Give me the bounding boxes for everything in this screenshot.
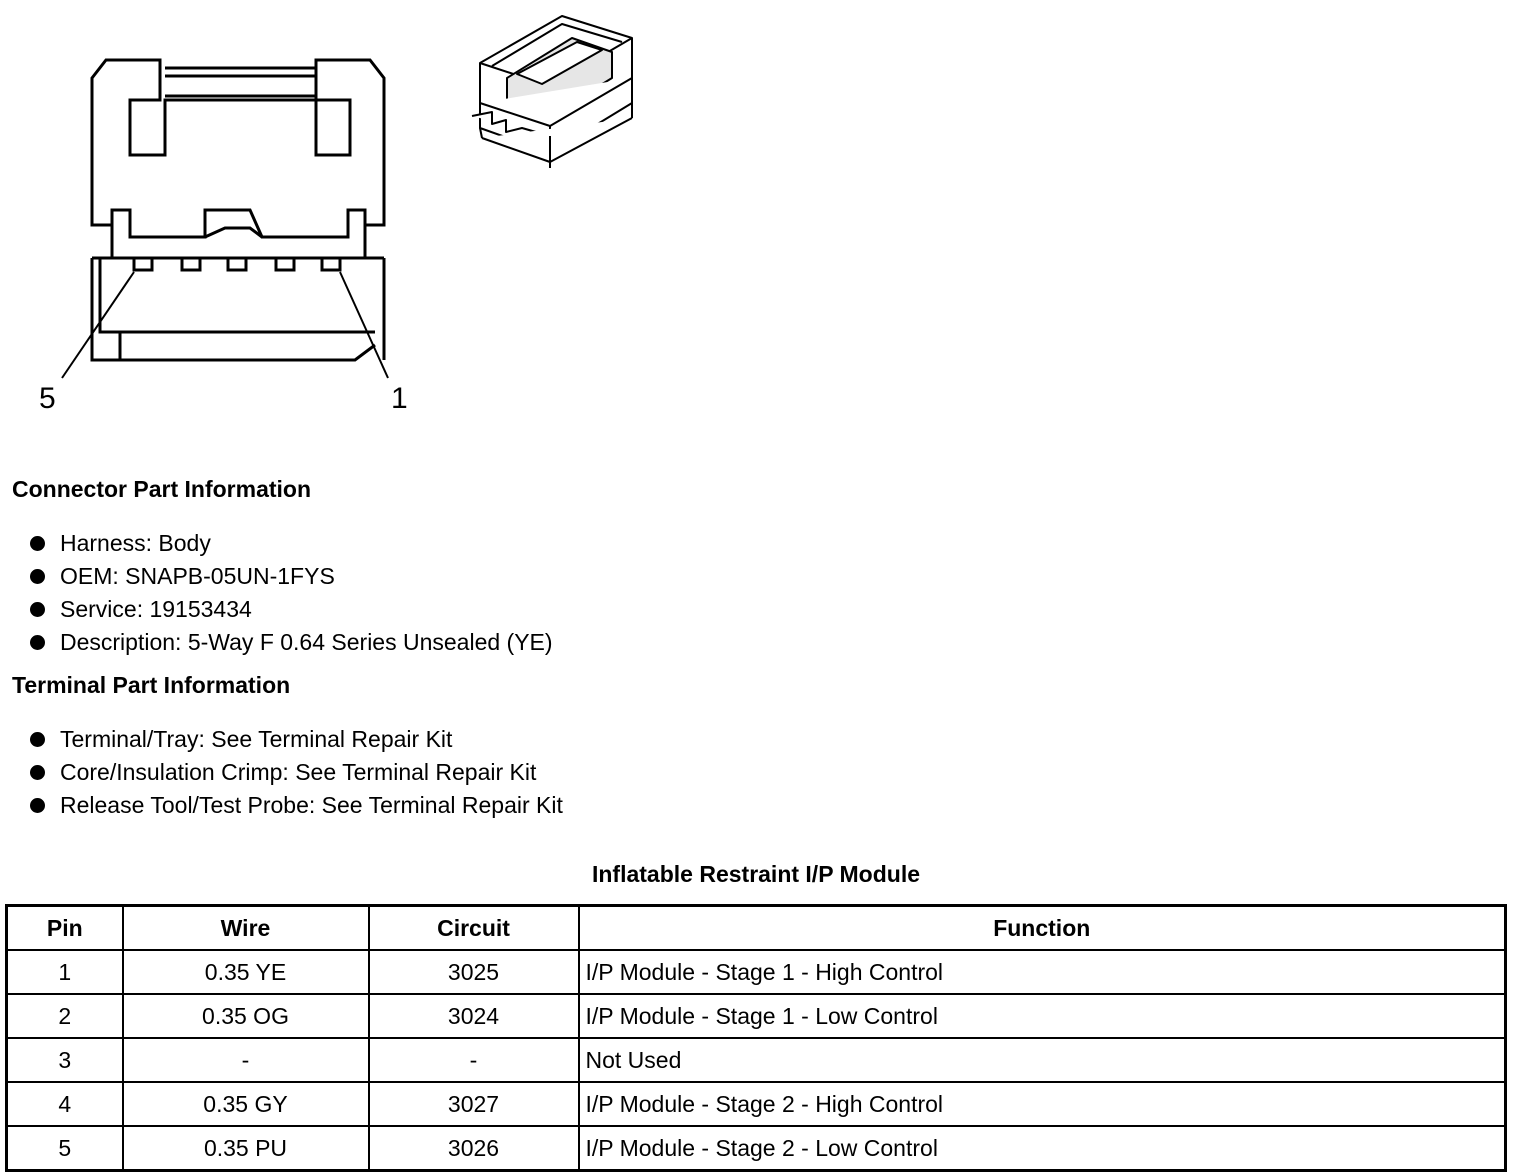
cell-function: I/P Module - Stage 2 - Low Control [577,1125,1507,1172]
table-row: 5 0.35 PU 3026 I/P Module - Stage 2 - Lo… [5,1125,1507,1172]
cell-circuit: 3026 [367,1125,580,1172]
cell-circuit: 3024 [367,993,580,1039]
pinout-table: Pin Wire Circuit Function 1 0.35 YE 3025… [5,904,1507,1172]
cell-function: I/P Module - Stage 2 - High Control [577,1081,1507,1127]
list-item: Harness: Body [10,527,553,560]
connector-isometric-illustration [471,15,633,168]
cell-wire: 0.35 OG [121,993,370,1039]
cell-pin: 1 [5,949,124,995]
bullet-icon [30,602,45,617]
column-header-wire: Wire [121,904,370,951]
connector-info-list: Harness: Body OEM: SNAPB-05UN-1FYS Servi… [10,527,553,659]
terminal-info-heading: Terminal Part Information [12,672,291,698]
cell-pin: 3 [5,1037,124,1083]
cell-circuit: - [367,1037,580,1083]
table-row: 3 - - Not Used [5,1037,1507,1083]
cell-function: Not Used [577,1037,1507,1083]
list-item: Terminal/Tray: See Terminal Repair Kit [10,723,563,756]
bullet-icon [30,765,45,780]
bullet-icon [30,635,45,650]
column-header-pin: Pin [5,904,124,951]
cell-wire: 0.35 YE [121,949,370,995]
cell-wire: - [121,1037,370,1083]
terminal-info-list: Terminal/Tray: See Terminal Repair Kit C… [10,723,563,822]
list-item: Core/Insulation Crimp: See Terminal Repa… [10,756,563,789]
cell-function: I/P Module - Stage 1 - Low Control [577,993,1507,1039]
pin-1-label: 1 [391,382,408,415]
bullet-icon [30,569,45,584]
bullet-icon [30,732,45,747]
connector-info-heading: Connector Part Information [12,476,312,502]
pin-5-label: 5 [39,382,56,415]
cell-pin: 5 [5,1125,124,1172]
table-row: 1 0.35 YE 3025 I/P Module - Stage 1 - Hi… [5,949,1507,995]
list-item: Description: 5-Way F 0.64 Series Unseale… [10,626,553,659]
cell-circuit: 3025 [367,949,580,995]
bullet-icon [30,536,45,551]
cell-pin: 2 [5,993,124,1039]
table-row: 2 0.35 OG 3024 I/P Module - Stage 1 - Lo… [5,993,1507,1039]
table-header-row: Pin Wire Circuit Function [5,904,1507,951]
cell-wire: 0.35 GY [121,1081,370,1127]
cell-pin: 4 [5,1081,124,1127]
cell-function: I/P Module - Stage 1 - High Control [577,949,1507,995]
bullet-icon [30,798,45,813]
list-item: Service: 19153434 [10,593,553,626]
cell-wire: 0.35 PU [121,1125,370,1172]
table-title: Inflatable Restraint I/P Module [591,861,921,887]
column-header-circuit: Circuit [367,904,580,951]
column-header-function: Function [577,904,1507,951]
table-row: 4 0.35 GY 3027 I/P Module - Stage 2 - Hi… [5,1081,1507,1127]
list-item: Release Tool/Test Probe: See Terminal Re… [10,789,563,822]
list-item: OEM: SNAPB-05UN-1FYS [10,560,553,593]
cell-circuit: 3027 [367,1081,580,1127]
connector-face-diagram [61,58,389,379]
